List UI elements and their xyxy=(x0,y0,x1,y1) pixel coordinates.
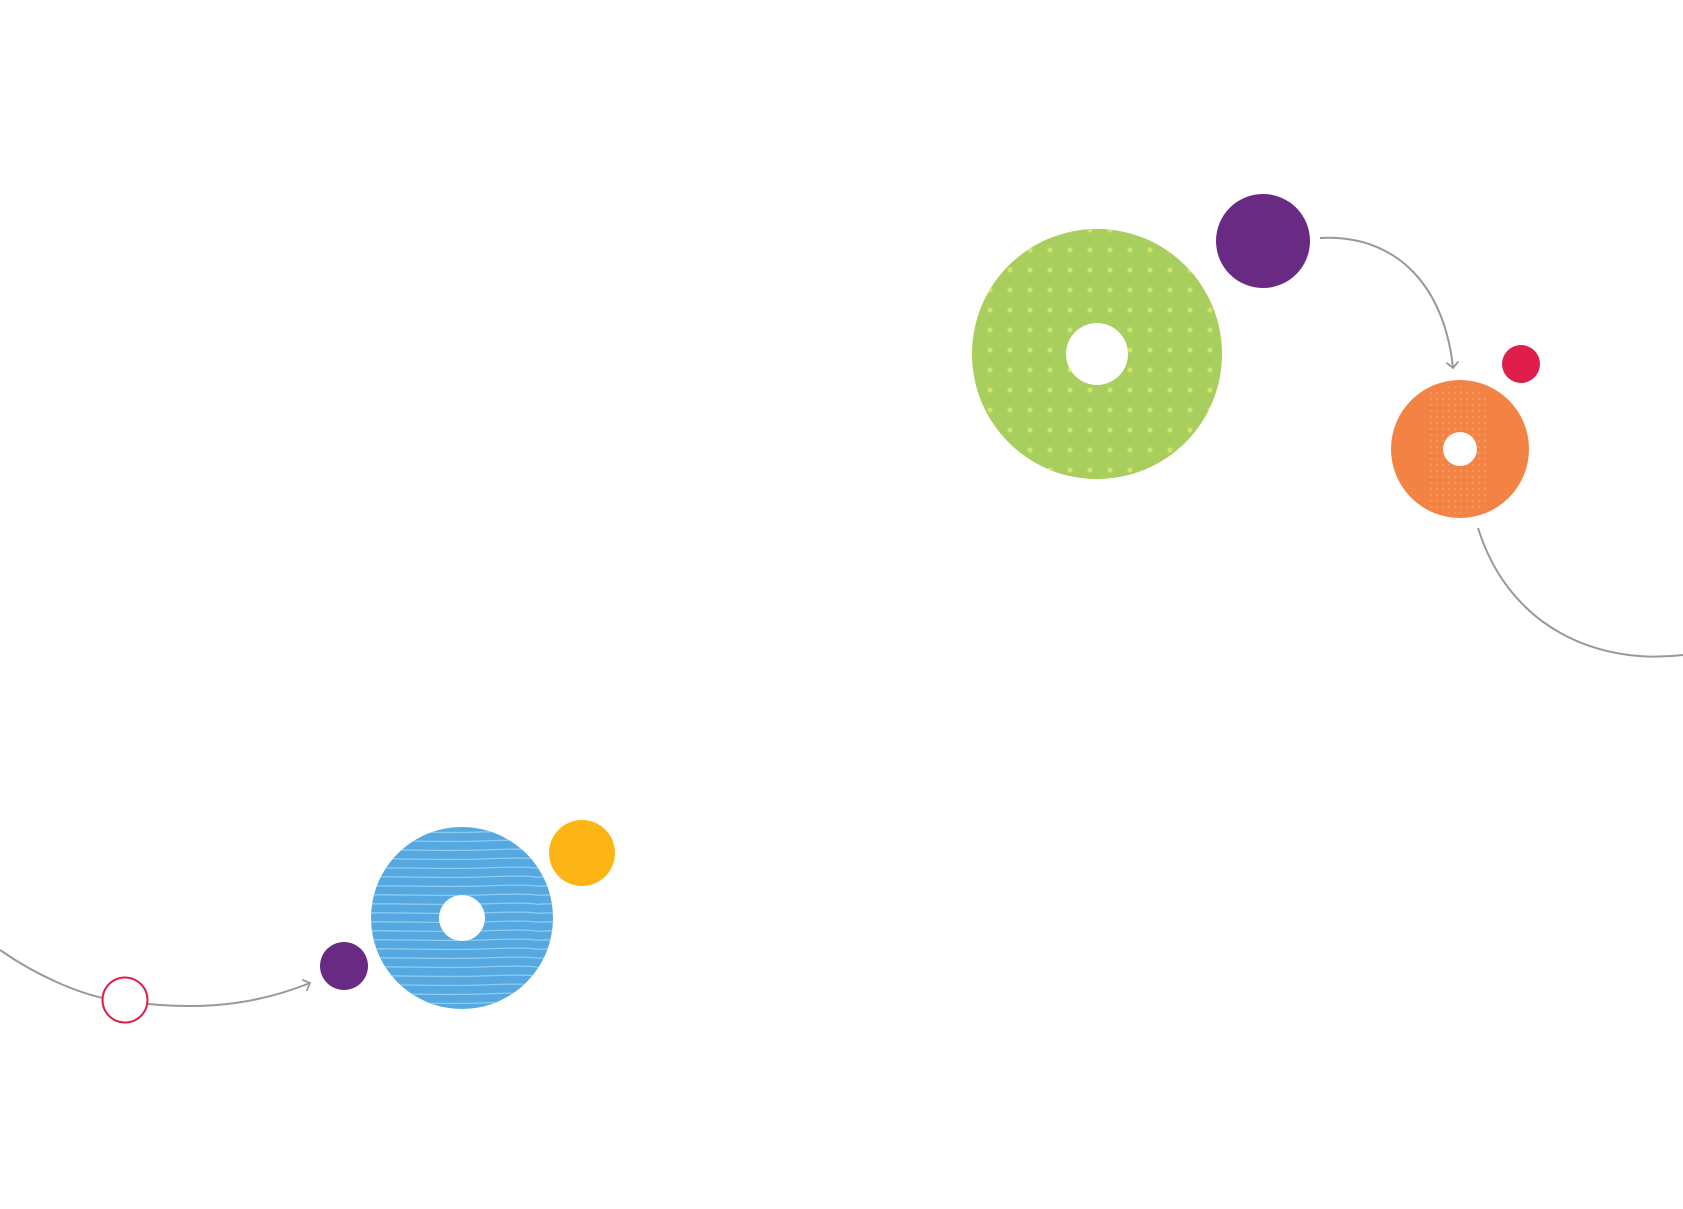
connector-curve-left xyxy=(0,949,104,999)
red-ring-outline xyxy=(101,976,149,1024)
green-ring xyxy=(971,228,1222,480)
purple-circle-bottom xyxy=(320,942,368,990)
orange-ring xyxy=(1391,380,1529,518)
connector-arrow-top xyxy=(1319,236,1460,370)
connector-arrow-bottom xyxy=(147,978,312,1008)
purple-circle-top xyxy=(1216,194,1310,288)
red-dot xyxy=(1502,345,1540,383)
connector-curve-right xyxy=(1477,527,1683,658)
blue-ring xyxy=(371,827,553,1009)
yellow-circle xyxy=(549,820,615,886)
